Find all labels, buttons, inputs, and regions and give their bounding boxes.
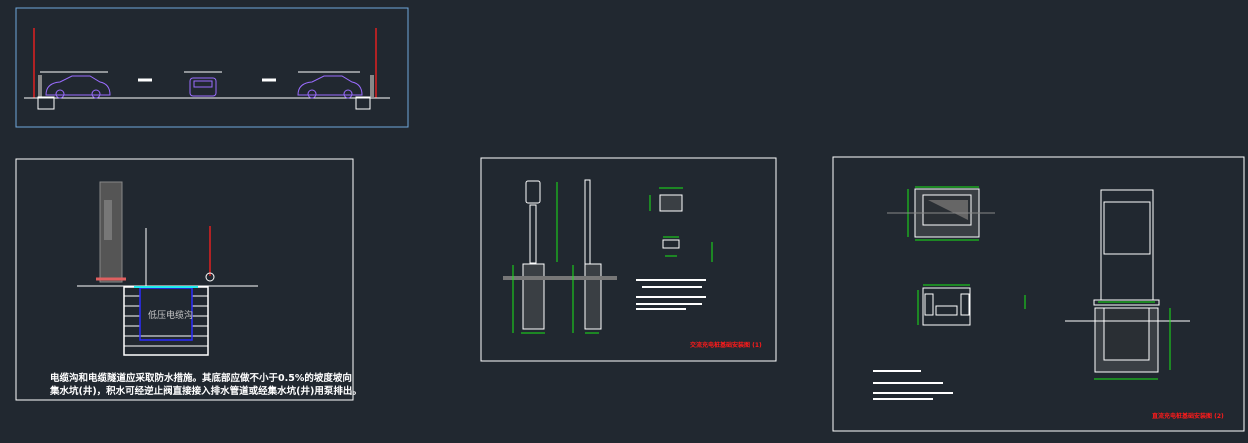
sheet-dc-charger-foundation[interactable]: 直流充电桩基础安装图 (2) [832, 156, 1245, 432]
trench-label: 低压电缆沟 [148, 309, 193, 321]
note-line-1: 电缆沟和电缆隧道应采取防水措施。其底部应做不小于0.5%的坡度坡向 [50, 372, 352, 384]
sheet-cable-trench[interactable]: 低压电缆沟 电缆沟和电缆隧道应采取防水措施。其底部应做不小于0.5%的坡度坡向 … [15, 158, 362, 401]
sheet-parking-section[interactable] [15, 7, 409, 128]
sheet-ac-charger-foundation[interactable]: 交流充电桩基础安装图 (1) [480, 157, 777, 362]
note-line-2: 集水坑(井)，积水可经逆止阀直接接入排水管道或经集水坑(井)用泵排出。 [49, 385, 362, 397]
sheet-frame-selected[interactable] [15, 7, 409, 128]
car-icon [45, 75, 111, 99]
car-icon [189, 77, 217, 97]
sheet-title: 直流充电桩基础安装图 (2) [1152, 412, 1224, 420]
car-icon [297, 75, 363, 99]
sheet-title: 交流充电桩基础安装图 (1) [690, 341, 762, 349]
